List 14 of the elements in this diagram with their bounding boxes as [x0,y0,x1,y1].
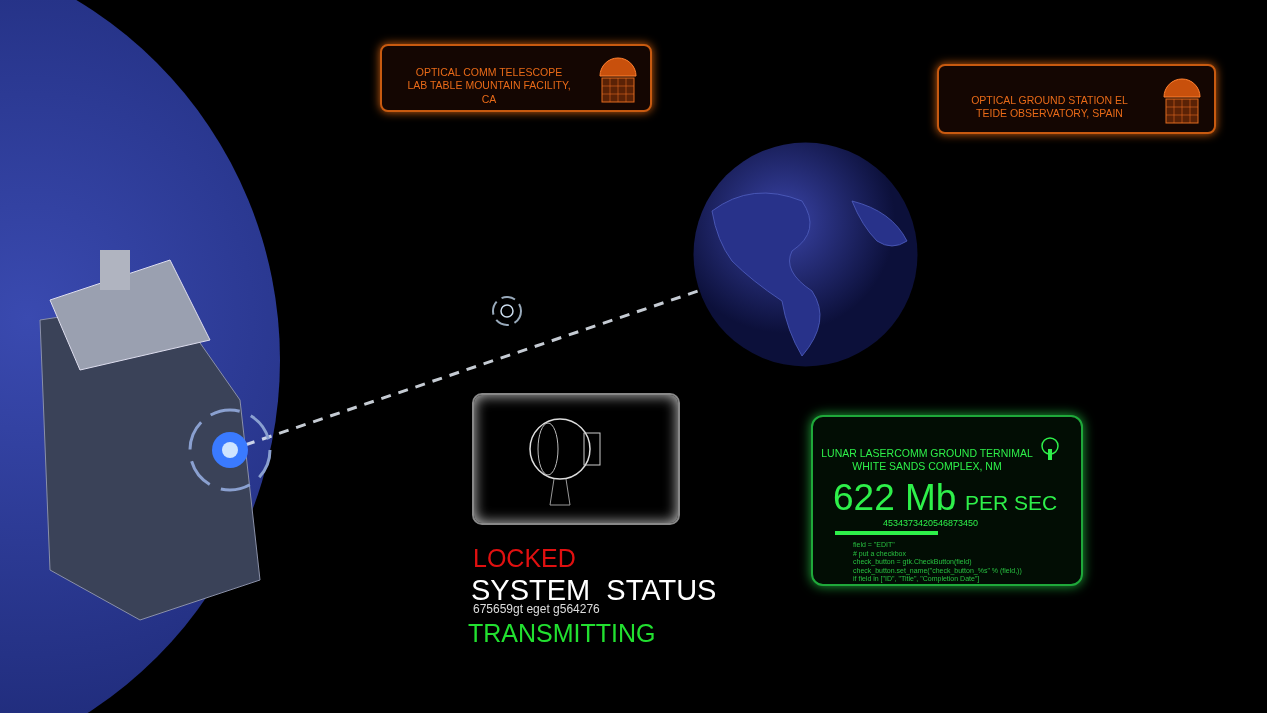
data-rate-value: 622 Mb [833,477,957,519]
status-transmitting: TRANSMITTING [468,621,656,646]
data-rate-unit: PER SEC [965,491,1058,515]
station-name: OPTICAL GROUND STATION EL TEIDE OBSERVATORY, SPAIN [970,92,1129,121]
ground-station-panel [380,44,652,112]
terminal-name: LUNAR LASERCOMM GROUND TERNIMAL WHITE SANDS COMPLEX, NM [820,447,1034,474]
status-heading: SYSTEM STATUS [471,576,717,605]
station-name: OPTICAL COMM TELESCOPE LAB TABLE MOUNTAIN FACILITY, CA [406,65,572,106]
ground-terminal-panel [811,415,1083,586]
ground-station-panel [937,64,1216,134]
status-code: 675659gt eget g564276 [473,603,600,615]
data-counter: 4534373420546873450 [883,518,979,528]
telescope-view-panel [472,393,680,525]
status-locked: LOCKED [473,546,576,571]
